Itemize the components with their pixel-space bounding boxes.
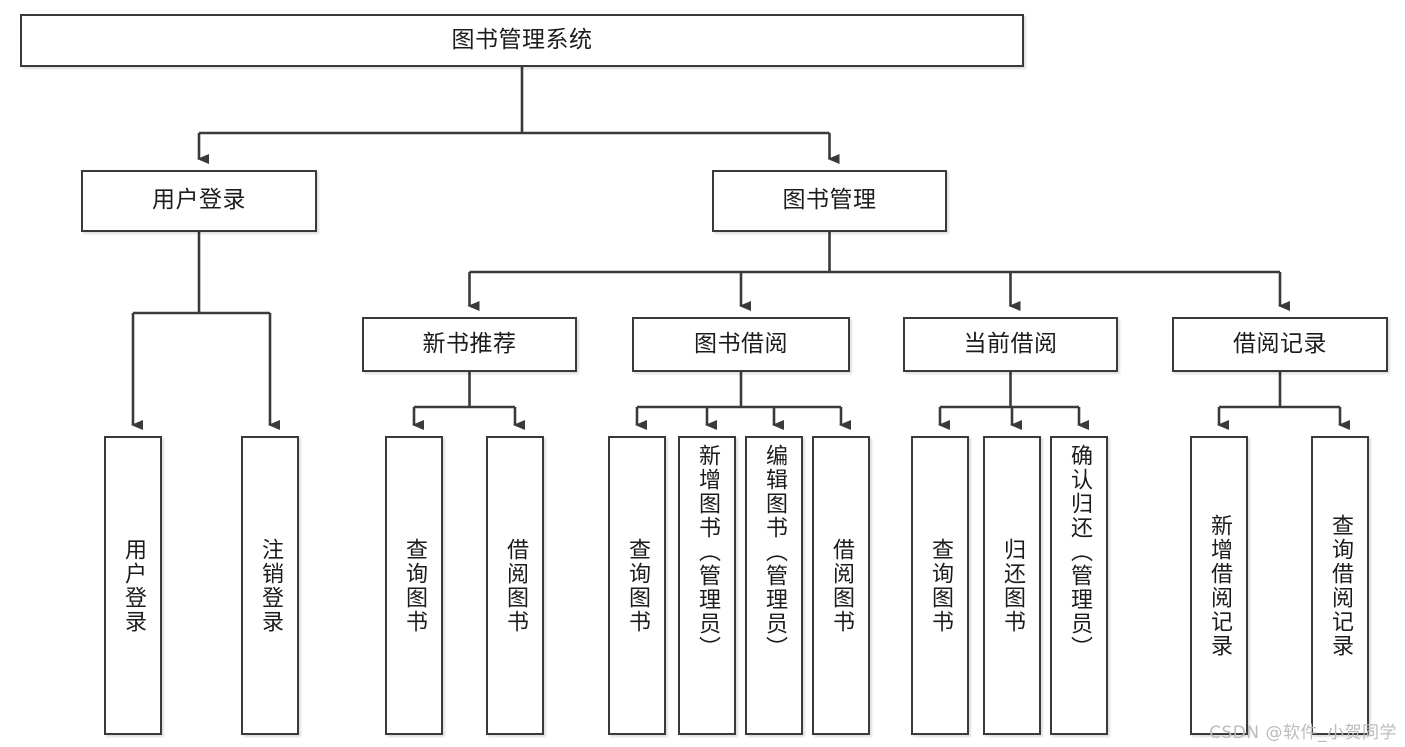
node-label: 图书管理系统 <box>451 26 593 53</box>
node-label: 借阅图书 <box>503 537 528 634</box>
level2-node-2[interactable]: 图书管理 <box>712 170 947 232</box>
root-node[interactable]: 图书管理系统 <box>20 14 1024 67</box>
leaf-node-7[interactable]: 编辑图书（管理员） <box>745 436 803 735</box>
level3-node-2[interactable]: 图书借阅 <box>632 317 850 372</box>
leaf-node-1[interactable]: 用户登录 <box>104 436 162 735</box>
leaf-node-8[interactable]: 借阅图书 <box>812 436 870 735</box>
node-label: 新增借阅记录 <box>1207 513 1232 658</box>
node-label: 图书借阅 <box>694 330 788 357</box>
leaf-node-5[interactable]: 查询图书 <box>608 436 666 735</box>
leaf-node-9[interactable]: 查询图书 <box>911 436 969 735</box>
leaf-node-13[interactable]: 查询借阅记录 <box>1311 436 1369 735</box>
level2-node-1[interactable]: 用户登录 <box>81 170 317 232</box>
node-label: 查询图书 <box>402 537 427 634</box>
node-label: 借阅图书 <box>829 537 854 634</box>
level3-node-4[interactable]: 借阅记录 <box>1172 317 1388 372</box>
node-label: 注销登录 <box>258 537 283 634</box>
leaf-node-6[interactable]: 新增图书（管理员） <box>678 436 736 735</box>
level3-node-3[interactable]: 当前借阅 <box>903 317 1118 372</box>
node-label: 查询图书 <box>625 537 650 634</box>
watermark-text: CSDN @软件_小贺同学 <box>1209 723 1397 743</box>
leaf-node-10[interactable]: 归还图书 <box>983 436 1041 735</box>
node-label: 确认归还（管理员） <box>1067 444 1092 660</box>
leaf-node-3[interactable]: 查询图书 <box>385 436 443 735</box>
level3-node-1[interactable]: 新书推荐 <box>362 317 577 372</box>
node-label: 编辑图书（管理员） <box>762 444 787 660</box>
node-label: 新增图书（管理员） <box>695 444 720 660</box>
node-label: 用户登录 <box>152 187 246 214</box>
node-label: 查询借阅记录 <box>1328 513 1353 658</box>
node-label: 用户登录 <box>121 537 146 634</box>
node-label: 当前借阅 <box>963 330 1058 357</box>
node-label: 归还图书 <box>1000 537 1025 634</box>
leaf-node-4[interactable]: 借阅图书 <box>486 436 544 735</box>
node-label: 图书管理 <box>782 187 877 214</box>
node-label: 查询图书 <box>928 537 953 634</box>
leaf-node-11[interactable]: 确认归还（管理员） <box>1050 436 1108 735</box>
node-label: 借阅记录 <box>1233 330 1327 357</box>
leaf-node-2[interactable]: 注销登录 <box>241 436 299 735</box>
node-label: 新书推荐 <box>422 330 517 357</box>
leaf-node-12[interactable]: 新增借阅记录 <box>1190 436 1248 735</box>
